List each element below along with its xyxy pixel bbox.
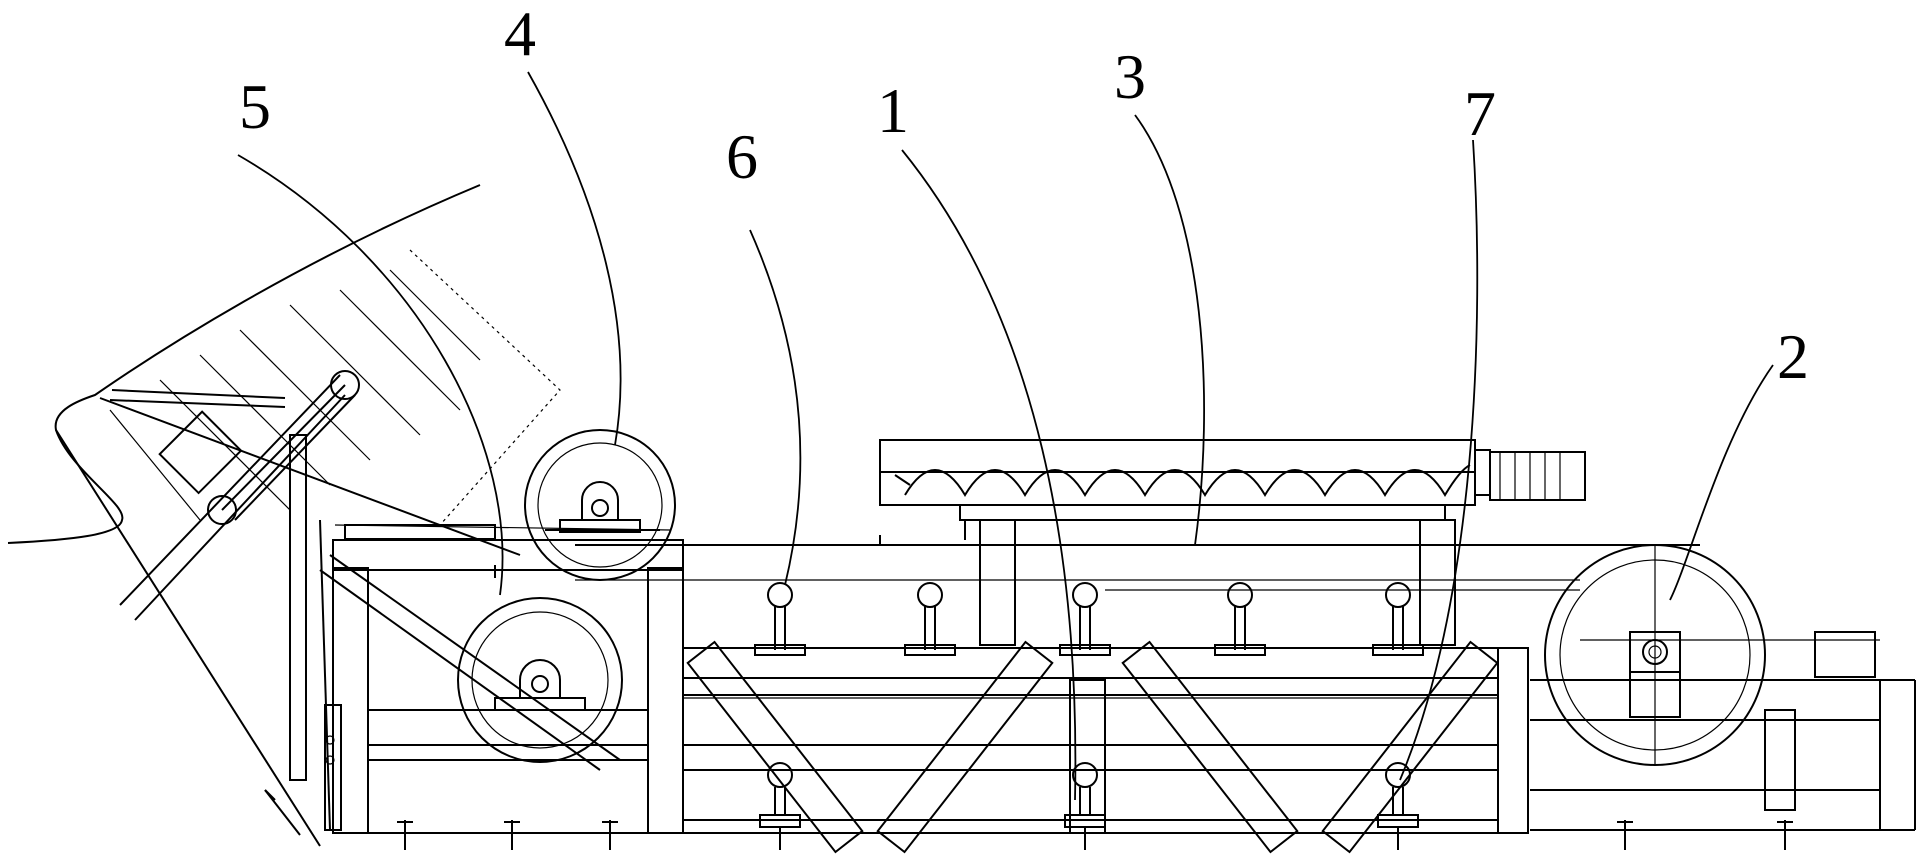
callout-labels: 5 4 6 1 3 7 2 bbox=[239, 0, 1809, 392]
inclined-chute bbox=[7, 184, 561, 847]
leader-1 bbox=[901, 149, 1077, 801]
idler-bottom-1 bbox=[759, 762, 801, 828]
leader-7 bbox=[1399, 139, 1479, 781]
conveyor-belt bbox=[575, 544, 1700, 699]
idler-top-4 bbox=[1214, 582, 1266, 656]
callout-3: 3 bbox=[1114, 41, 1146, 112]
callout-1: 1 bbox=[877, 75, 909, 146]
idler-top-3 bbox=[1059, 582, 1111, 656]
left-frame bbox=[319, 524, 684, 834]
lower-roller bbox=[457, 597, 623, 763]
idler-top-1 bbox=[754, 582, 806, 656]
leader-6 bbox=[749, 229, 802, 586]
idler-top-5 bbox=[1372, 582, 1424, 656]
screw-conveyor bbox=[879, 439, 1586, 646]
callout-5: 5 bbox=[239, 71, 271, 142]
callout-7: 7 bbox=[1464, 78, 1496, 149]
callout-6: 6 bbox=[726, 121, 758, 192]
leader-3 bbox=[1134, 114, 1205, 546]
upper-roller bbox=[524, 429, 676, 581]
callout-4: 4 bbox=[504, 0, 536, 69]
idler-top-2 bbox=[904, 582, 956, 656]
drive-unit bbox=[1530, 544, 1916, 831]
truss-frame bbox=[682, 640, 1529, 854]
leader-5 bbox=[237, 154, 504, 596]
upper-idlers bbox=[754, 582, 1424, 656]
lower-idlers bbox=[759, 762, 1419, 828]
leader-2 bbox=[1669, 364, 1774, 601]
idler-bottom-3 bbox=[1377, 762, 1419, 828]
leader-4 bbox=[527, 71, 622, 446]
callout-2: 2 bbox=[1777, 321, 1809, 392]
leader-lines bbox=[237, 71, 1774, 801]
ground-anchors bbox=[397, 820, 1793, 850]
